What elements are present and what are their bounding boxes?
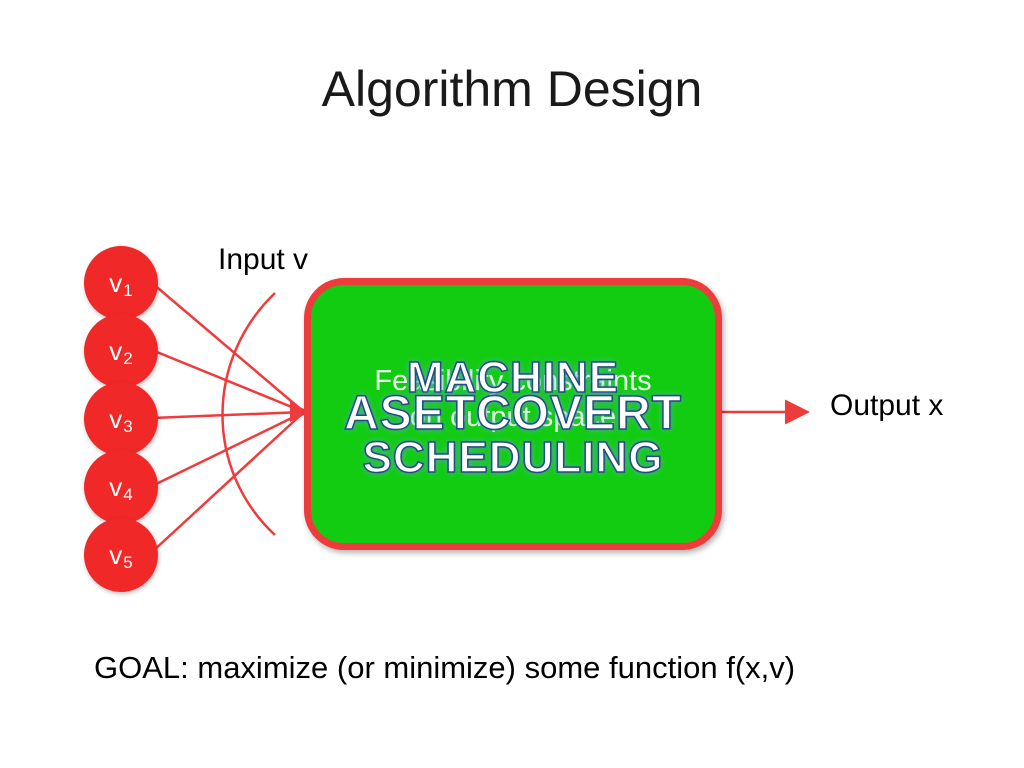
- slide-title: Algorithm Design: [321, 61, 703, 117]
- problem-name-setcover: ASETCOVERT: [343, 387, 683, 440]
- input-line-1: [151, 282, 305, 413]
- algorithm-box: [304, 278, 722, 550]
- input-node-subscript: 5: [123, 553, 133, 572]
- input-line-3: [151, 410, 305, 420]
- input-node-label: v: [109, 539, 123, 570]
- input-node-subscript: 1: [123, 281, 133, 300]
- input-bracket-curve: [221, 292, 276, 536]
- feasibility-line-2: on output space: [409, 401, 617, 434]
- input-node-subscript: 3: [123, 417, 133, 436]
- input-line-5: [151, 411, 305, 553]
- goal-statement: GOAL: maximize (or minimize) some functi…: [94, 650, 796, 685]
- output-label: Output x: [830, 389, 944, 422]
- input-node-label: v: [109, 267, 123, 298]
- problem-name-machine: MACHINE: [406, 353, 620, 402]
- input-label: Input v: [218, 243, 309, 276]
- input-node-subscript: 2: [123, 349, 133, 368]
- input-node-label: v: [109, 335, 123, 366]
- input-node-subscript: 4: [123, 485, 133, 504]
- input-line-2: [151, 348, 305, 414]
- feasibility-constraints-text: Feasibility constraints on output space: [304, 363, 722, 436]
- input-node-label: v: [109, 403, 123, 434]
- problem-name-scheduling: SCHEDULING: [362, 433, 664, 482]
- feasibility-line-1: Feasibility constraints: [374, 365, 652, 397]
- input-arrowhead: [290, 402, 310, 422]
- input-node-label: v: [109, 471, 123, 502]
- input-line-4: [151, 410, 305, 488]
- algorithm-box-text: Feasibility constraints on output space …: [304, 278, 722, 550]
